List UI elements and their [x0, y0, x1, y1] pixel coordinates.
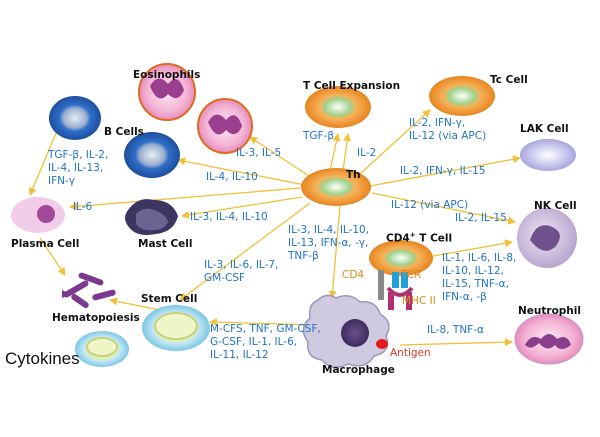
label-lak-cytokines: IL-2, IFN-γ, IL-15 — [400, 165, 486, 177]
label-il3-il5: IL-3, IL-5 — [236, 147, 282, 159]
label-cd4-cytokines-line-1: IL-1, IL-6, IL-8, — [442, 252, 517, 264]
label-macro-cytokines-line-2: IL-13, IFN-α, -γ, — [288, 237, 369, 249]
arrow-th-to-plasma-cell — [69, 187, 301, 211]
label-b-cytokines-line-2: IL-4, IL-13, — [48, 162, 104, 174]
arrow-macrophage-to-stem — [209, 318, 319, 327]
caption-cytokines: Cytokines — [5, 349, 80, 368]
label-macro-cytokines: IL-3, IL-4, IL-10, IL-13, IFN-α, -γ, TNF… — [288, 224, 369, 263]
label-macrophage-to-stem-line-1: M-CFS, TNF, GM-CSF, — [210, 323, 321, 335]
antigen-marker — [376, 339, 388, 349]
arrow-th-up — [342, 133, 352, 172]
neutrophil-title: Neutrophil — [518, 305, 581, 317]
cd4-t-cell-title: CD4+ T Cell — [386, 231, 453, 245]
label-cd4-cytokines-line-3: IL-15, TNF-α, — [442, 278, 509, 290]
label-stem-cytokines-line-2: GM-CSF — [204, 272, 246, 284]
label-tc-cytokines: IL-2, IFN-γ, IL-12 (via APC) — [409, 117, 486, 143]
t-cell-expansion-cell — [305, 86, 371, 128]
label-il12-apc: IL-12 (via APC) — [391, 199, 469, 211]
stem-cell-title: Stem Cell — [141, 293, 198, 305]
th-cell — [301, 168, 371, 206]
label-il4-il10: IL-4, IL-10 — [206, 171, 258, 183]
arrow-stem-to-hematopoiesis — [109, 297, 161, 311]
arrow-th-to-nk-cell — [371, 192, 516, 225]
lak-cell-title: LAK Cell — [520, 123, 569, 135]
label-cd4-cytokines-line-4: IFN-α, -β — [442, 291, 487, 303]
stem-cell-large — [142, 305, 210, 351]
b-cells-title: B Cells — [104, 126, 144, 138]
arrow-th-to-eosinophils — [249, 136, 313, 179]
label-macrophage-to-stem-cytokines: M-CFS, TNF, GM-CSF, G-CSF, IL-1, IL-6, I… — [210, 323, 321, 362]
hematopoiesis-title: Hematopoiesis — [52, 312, 140, 324]
arrow-th-to-stem-cell — [179, 202, 311, 301]
label-stem-cytokines: IL-3, IL-6, IL-7, GM-CSF — [204, 259, 278, 285]
cd4-t-cell — [369, 240, 433, 276]
macrophage-cell — [302, 294, 390, 368]
arrow-plasma-to-hematopoiesis — [39, 237, 66, 276]
label-il2-il15: IL-2, IL-15 — [455, 212, 507, 224]
label-tcr: TCR — [401, 269, 422, 281]
label-mast-cytokines: IL-3, IL-4, IL-10 — [190, 211, 268, 223]
label-tc-cytokines-line-1: IL-2, IFN-γ, — [409, 117, 466, 129]
t-cell-expansion-title: T Cell Expansion — [303, 80, 401, 92]
label-tc-cytokines-line-2: IL-12 (via APC) — [409, 130, 487, 142]
arrow-th-to-mast-cell — [181, 196, 303, 219]
label-macro-cytokines-line-1: IL-3, IL-4, IL-10, — [288, 224, 370, 236]
label-tgf-beta: TGF-β — [303, 130, 335, 142]
b-cell-1 — [49, 96, 101, 140]
hematopoiesis-cells — [62, 272, 116, 309]
label-neutrophil-cytokines: IL-8, TNF-α — [427, 324, 484, 336]
label-cd4-cytokines: IL-1, IL-6, IL-8, IL-10, IL-12, IL-15, T… — [442, 252, 516, 304]
label-antigen: Antigen — [390, 347, 431, 359]
label-b-cytokines-line-3: IFN-γ — [48, 175, 75, 187]
stem-cell-small — [75, 331, 129, 367]
label-b-cytokines-line-1: TGF-β, IL-2, — [48, 149, 109, 161]
label-macro-cytokines-line-3: TNF-β — [288, 250, 319, 262]
plasma-cell — [11, 197, 65, 233]
label-il2-top: IL-2 — [357, 147, 377, 159]
label-cd4-cytokines-line-2: IL-10, IL-12, — [442, 265, 504, 277]
mast-cell — [125, 199, 178, 235]
eosinophils-title: Eosinophils — [133, 69, 201, 81]
label-b-cytokines: TGF-β, IL-2, IL-4, IL-13, IFN-γ — [48, 149, 108, 188]
b-cell-2 — [124, 132, 180, 178]
eosinophil-cell-1 — [138, 63, 196, 121]
label-stem-cytokines-line-1: IL-3, IL-6, IL-7, — [204, 259, 279, 271]
arrow-th-to-t-cell-expansion — [329, 133, 341, 172]
nk-cell — [517, 208, 577, 268]
label-mhc-ii: MHC II — [402, 295, 436, 307]
arrow-macrophage-to-neutrophil — [399, 338, 513, 347]
tc-cell-title: Tc Cell — [490, 74, 528, 86]
tcr-mhc-receptor — [378, 270, 414, 310]
label-macrophage-to-stem-line-2: G-CSF, IL-1, IL-6, — [210, 336, 298, 348]
mast-cell-title: Mast Cell — [138, 238, 193, 250]
arrow-th-to-b-cells — [177, 157, 306, 186]
nk-cell-title: NK Cell — [534, 200, 577, 212]
arrow-th-to-tc-cell — [359, 109, 431, 175]
label-macrophage-to-stem-line-3: IL-11, IL-12 — [210, 349, 269, 361]
tc-cell — [429, 76, 495, 116]
macrophage-title: Macrophage — [322, 364, 395, 376]
neutrophil-cell — [514, 313, 584, 365]
lak-cell — [520, 139, 576, 171]
arrow-th-to-lak-cell — [369, 155, 521, 187]
label-il6: IL-6 — [73, 201, 93, 213]
th-title: Th — [346, 169, 361, 181]
arrow-th-to-macrophage — [328, 204, 341, 299]
label-cd4: CD4 — [342, 269, 365, 281]
eosinophil-cell-2 — [197, 98, 253, 154]
plasma-cell-title: Plasma Cell — [11, 238, 80, 250]
